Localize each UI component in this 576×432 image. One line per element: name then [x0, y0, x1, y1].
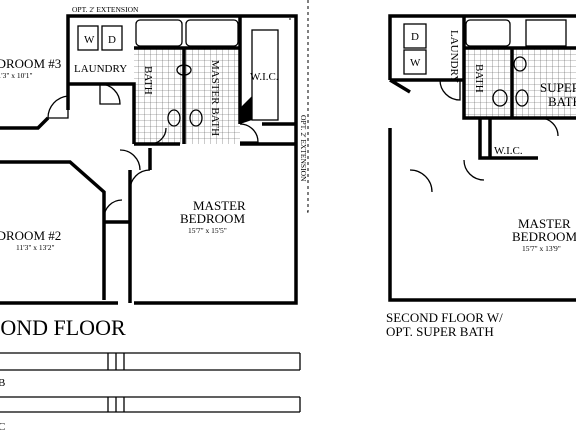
- right-interior-walls: [389, 16, 576, 160]
- wic-label: W.I.C.: [250, 71, 279, 83]
- right-bath-tile-floor: [464, 48, 510, 118]
- super-bath-door-swing: [539, 117, 559, 137]
- right-laundry-door-swing: [439, 79, 461, 101]
- right-exterior-wall: [388, 14, 576, 302]
- exterior-wall: [0, 14, 298, 305]
- extension-side-label: OPT. 2' EXTENSION: [299, 115, 308, 182]
- master-bath-label: MASTER BATH: [209, 60, 221, 136]
- elevation-c-label: C: [0, 421, 5, 432]
- right-dryer: [403, 23, 427, 49]
- extension-side-line: [304, 0, 309, 213]
- bath-tub: [135, 19, 183, 47]
- left-floor-plan: W D OPT. 2' EXTENSION OPT. 2' EXTENSION …: [0, 0, 309, 432]
- elevation-c-strip: [0, 396, 301, 413]
- right-plan-title-line2: OPT. SUPER BATH: [386, 324, 494, 339]
- left-plan-title: SECOND FLOOR: [0, 315, 126, 340]
- right-plan-title-line1: SECOND FLOOR W/: [386, 310, 503, 325]
- master-bath-door-swing: [239, 123, 259, 143]
- master-bedroom-dims: 15'7" x 15'5": [188, 226, 227, 235]
- bath-tile-floor: [134, 48, 182, 144]
- elevation-b-label: B: [0, 377, 5, 389]
- elevation-b-strip: [0, 352, 301, 371]
- bath-label: BATH: [142, 66, 154, 95]
- bedroom2-name: BEDROOM #2: [0, 228, 61, 243]
- right-master-bedroom-name-line1: MASTER: [518, 216, 571, 231]
- bedroom2-dims: 11'3" x 13'2": [16, 243, 55, 252]
- washer-label: W: [84, 34, 95, 46]
- bedroom3-name: BEDROOM #3: [0, 56, 61, 71]
- master-bedroom-name-line2: BEDROOM: [180, 211, 245, 226]
- right-dryer-label: D: [411, 31, 419, 43]
- wic-shelf: [251, 29, 279, 121]
- dryer-label: D: [108, 34, 116, 46]
- master-bedroom-door-swing: [129, 169, 151, 191]
- laundry-door-swing: [99, 83, 121, 105]
- bedroom3-door-swing: [47, 95, 69, 119]
- right-bedroom-door-swing: [409, 169, 433, 193]
- bedroom3-dims: 11'3" x 10'1": [0, 71, 33, 80]
- right-master-bedroom-name-line2: BEDROOM: [512, 229, 576, 244]
- right-laundry-label: LAUNDRY: [448, 30, 460, 83]
- right-hall-door-swing: [463, 159, 485, 181]
- right-floor-plan: D W LAUNDRY BATH SUPER BATH W.I.C. MASTE…: [386, 14, 576, 339]
- right-master-bedroom-dims: 15'7" x 13'9": [522, 244, 561, 253]
- master-bedroom-name-line1: MASTER: [193, 198, 246, 213]
- laundry-label: LAUNDRY: [74, 63, 127, 75]
- hall-door-swing: [119, 149, 141, 171]
- right-washer: [403, 49, 427, 75]
- bath-door-swing: [149, 127, 167, 145]
- master-bath-tile-floor: [184, 48, 240, 144]
- super-bath-shower: [525, 19, 567, 47]
- bath-toilet: [176, 64, 192, 76]
- wic-door-jamb: [240, 96, 252, 124]
- bedroom2-door-swing: [103, 199, 123, 219]
- master-toilet: [189, 109, 203, 127]
- bath-sink: [167, 109, 181, 127]
- super-bath-label-line1: SUPER: [540, 80, 576, 95]
- super-bath-fixture: [515, 89, 529, 107]
- master-bath-tub: [185, 19, 239, 47]
- dryer: [101, 25, 123, 51]
- right-bath-label: BATH: [473, 64, 485, 93]
- right-bath-sink: [492, 89, 508, 107]
- super-bath-toilet: [513, 56, 527, 72]
- washer: [77, 25, 99, 51]
- interior-walls: [0, 16, 296, 303]
- right-washer-label: W: [410, 57, 421, 69]
- right-bath-tub: [465, 19, 511, 47]
- extension-top-label: OPT. 2' EXTENSION: [72, 5, 139, 14]
- super-bath-label-line2: BATH: [548, 94, 576, 109]
- right-wic-label: W.I.C.: [494, 145, 523, 157]
